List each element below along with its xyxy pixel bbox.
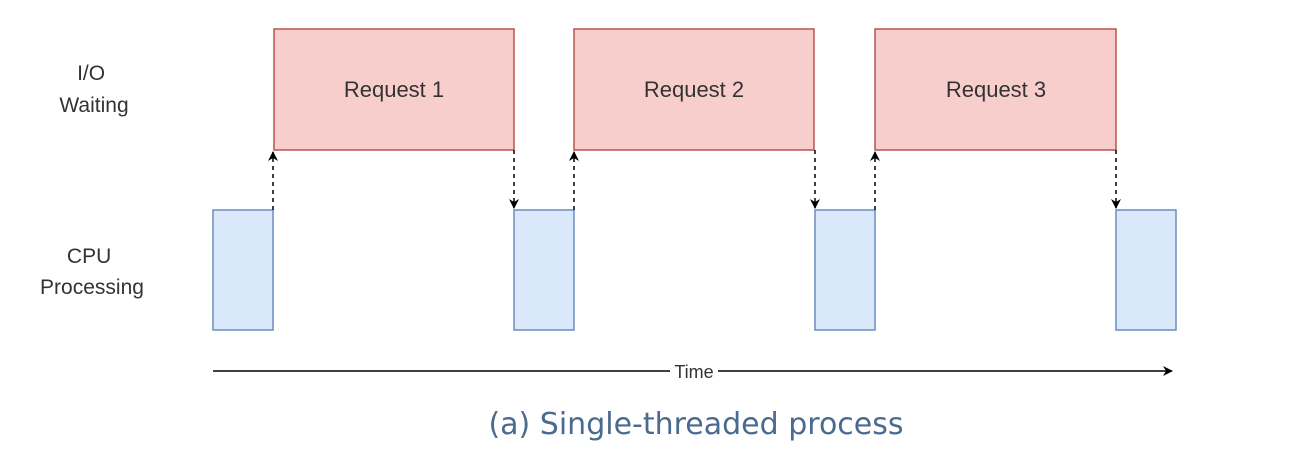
cpu-block-4 — [1115, 209, 1177, 331]
cpu-block-3 — [814, 209, 876, 331]
time-axis: Time — [213, 362, 1173, 382]
cpu-row-label: CPU Processing — [40, 245, 144, 299]
io-row-label: I/O Waiting — [59, 62, 128, 117]
request-label-1: Request 1 — [344, 77, 444, 102]
io-row-label-line1: I/O — [77, 62, 105, 85]
diagram-caption: (a) Single-threaded process — [488, 407, 903, 442]
request-label-2: Request 2 — [644, 77, 744, 102]
cpu-block-1 — [212, 209, 274, 331]
cpu-row-label-line1: CPU — [67, 245, 111, 268]
cpu-row-label-line2: Processing — [40, 276, 144, 299]
cpu-block-2 — [513, 209, 575, 331]
request-block-3: Request 3 — [874, 28, 1117, 151]
request-block-2: Request 2 — [573, 28, 815, 151]
request-block-1: Request 1 — [273, 28, 515, 151]
time-axis-label: Time — [674, 362, 713, 382]
io-row-label-line2: Waiting — [59, 94, 128, 117]
request-label-3: Request 3 — [946, 77, 1046, 102]
